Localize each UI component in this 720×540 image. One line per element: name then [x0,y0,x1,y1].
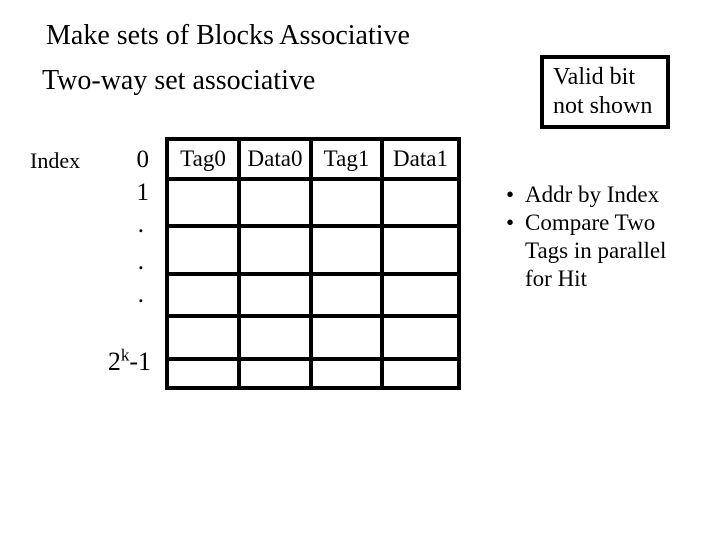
note-line: Tags in parallel [525,238,667,263]
table-cell [384,318,457,357]
table-cell [313,361,380,386]
note-line: Compare Two [525,210,656,235]
index-label: Index [30,148,81,173]
index-ellipsis-dot: . [137,281,144,308]
index-values-column: 0 1 . . . 2k-1 [95,0,153,540]
table-header-data1: Data1 [384,141,457,177]
table-cell [313,276,380,314]
cache-table: Tag0 Data0 Tag1 Data1 [165,137,461,390]
note-line: for Hit [525,266,587,291]
table-cell [384,361,457,386]
index-ellipsis-dot: . [137,248,144,275]
table-cell [241,318,309,357]
index-last-tail: -1 [129,347,151,376]
bullet-icon: • [506,182,515,207]
index-ellipsis-dot: . [137,211,144,238]
valid-bit-note-line-1: Valid bit [553,64,635,90]
table-header-data0: Data0 [241,141,309,177]
table-cell [169,276,237,314]
table-cell [384,276,457,314]
table-cell [169,318,237,357]
table-header-tag1: Tag1 [313,141,380,177]
bullet-icon: • [506,210,515,235]
table-cell [313,318,380,357]
note-line: Addr by Index [525,182,660,207]
note-item-compare-two-tags: • Compare Two Tags in parallel for Hit [506,209,696,293]
table-cell [169,181,237,224]
table-cell [241,361,309,386]
table-cell [169,228,237,272]
table-cell [241,181,309,224]
table-cell [313,228,380,272]
table-cell [169,361,237,386]
table-cell [241,228,309,272]
valid-bit-note-box: Valid bit not shown [540,55,670,129]
table-cell [384,181,457,224]
slide-title-line-2: Two-way set associative [42,65,316,96]
slide-title-line-1: Make sets of Blocks Associative [46,20,410,51]
index-value-last: 2k-1 [107,346,151,376]
valid-bit-note-line-2: not shown [553,93,653,119]
table-cell [313,181,380,224]
notes-list: • Addr by Index • Compare Two Tags in pa… [506,181,696,293]
index-last-exponent: k [120,345,130,365]
table-header-tag0: Tag0 [169,141,237,177]
index-value-0: 0 [136,146,150,173]
index-last-base: 2 [107,347,121,376]
table-cell [384,228,457,272]
note-item-addr-by-index: • Addr by Index [506,181,696,209]
table-cell [241,276,309,314]
index-value-1: 1 [136,179,150,206]
